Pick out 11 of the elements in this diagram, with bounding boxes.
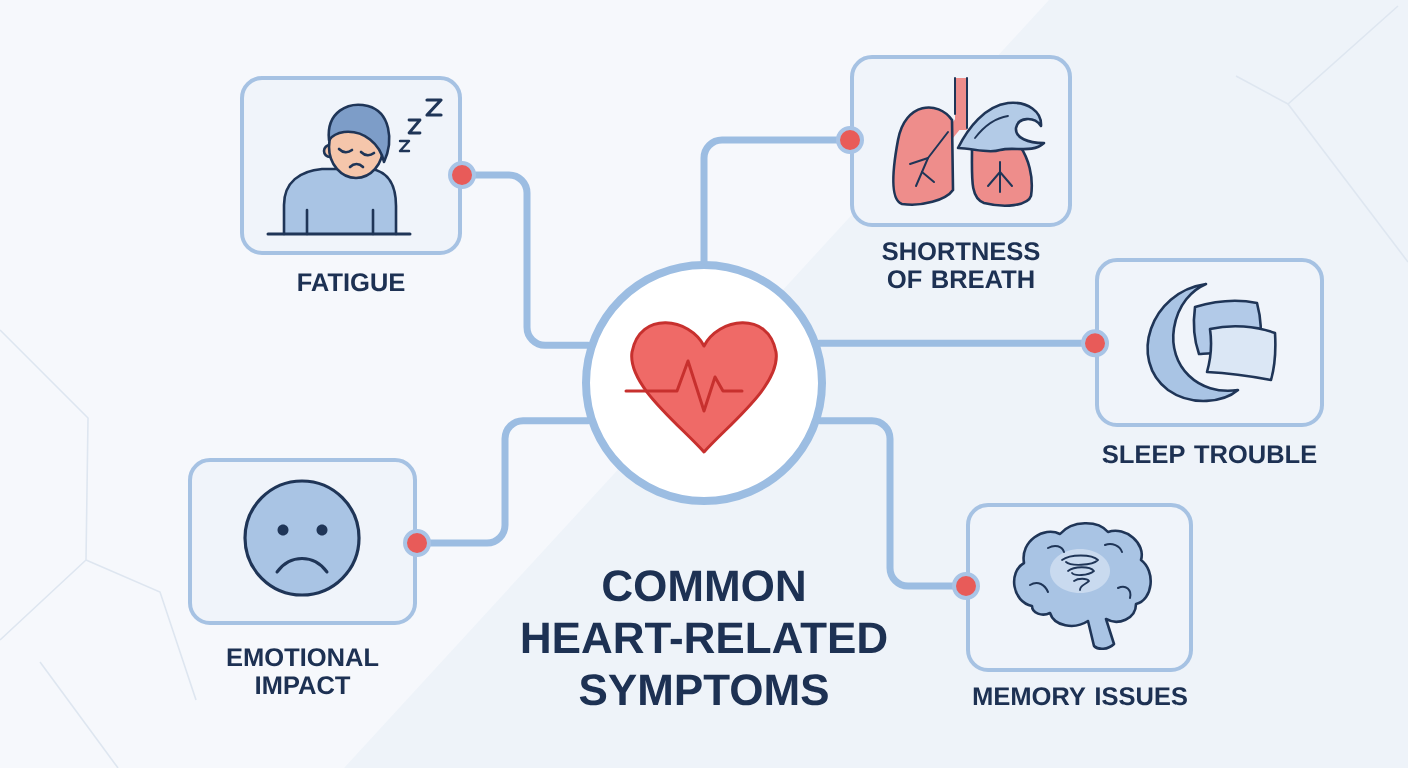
connector [448,161,592,349]
symptom-label: MEMORY ISSUES [973,687,1187,706]
symptom-label: SHORTNESS OF BREATH [882,242,1040,289]
connector [403,417,592,557]
title: COMMON HEART-RELATED SYMPTOMS [522,570,887,706]
symptom-label: SLEEP TROUBLE [1102,445,1317,464]
connector [700,126,864,265]
connector [815,329,1109,358]
symptom-label: FATIGUE [298,273,405,292]
symptom-label: EMOTIONAL IMPACT [227,648,379,695]
connector [816,417,980,600]
